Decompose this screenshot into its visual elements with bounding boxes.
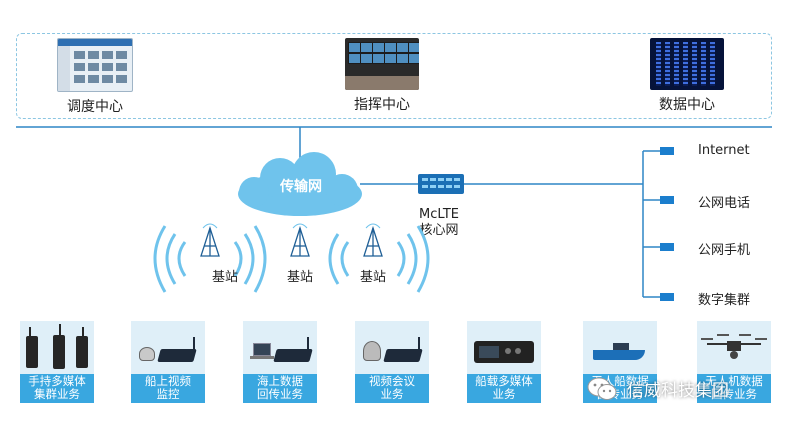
wechat-icon [587,377,617,400]
server-racks-image [650,38,724,90]
core-network-device [418,174,464,194]
network-node-icon [660,196,674,204]
external-public-phone-label: 公网电话 [698,196,751,211]
transport-network-cloud [238,152,362,216]
core-network-label: McLTE 核心网 [402,207,476,239]
command-room-image [345,38,419,90]
service-label: 海上数据回传业务 [257,374,303,401]
command-center: 指挥中心 [342,38,422,114]
external-digital-trunking-label: 数字集群 [698,293,751,308]
command-center-label: 指挥中心 [354,97,410,113]
data-center-label: 数据中心 [659,97,715,113]
watermark-text: 信威科技集团 [627,381,729,401]
service-label: 视频会议业务 [369,374,415,401]
service-card-shipborne-multimedia: 船载多媒体业务 [467,321,541,403]
service-card-drone: 无人机数据回传业务 [697,321,771,403]
service-card-video-conference: 视频会议业务 [355,321,429,403]
transport-network-label: 传输网 [280,179,322,195]
base-station-3 [328,223,430,293]
base-station-label-2: 基站 [286,270,313,285]
network-node-icon [660,293,674,301]
external-public-mobile-label: 公网手机 [698,243,751,258]
network-node-icon [660,243,674,251]
network-node-icon [660,147,674,155]
base-station-2 [290,223,310,257]
service-card-ship-video: 船上视频监控 [131,321,205,403]
service-label: 船上视频监控 [145,374,191,401]
dispatch-screen-image [57,38,133,92]
core-label-line1: McLTE [419,207,459,222]
base-station-1 [153,223,267,293]
watermark: 信威科技集团 [587,372,787,408]
dispatch-center-label: 调度中心 [67,99,123,115]
service-card-sea-data: 海上数据回传业务 [243,321,317,403]
service-label: 船载多媒体业务 [475,374,533,401]
service-label: 无人机数据回传业务 [705,374,763,401]
core-label-line2: 核心网 [419,223,459,238]
dispatch-center: 调度中心 [55,38,135,116]
data-center: 数据中心 [647,38,727,114]
base-station-label-3: 基站 [359,270,386,285]
base-station-label-1: 基站 [211,270,238,285]
control-centers-frame [16,33,772,119]
external-internet-label: Internet [698,143,750,158]
service-card-handheld: 手持多媒体集群业务 [20,321,94,403]
service-label: 手持多媒体集群业务 [28,374,86,401]
